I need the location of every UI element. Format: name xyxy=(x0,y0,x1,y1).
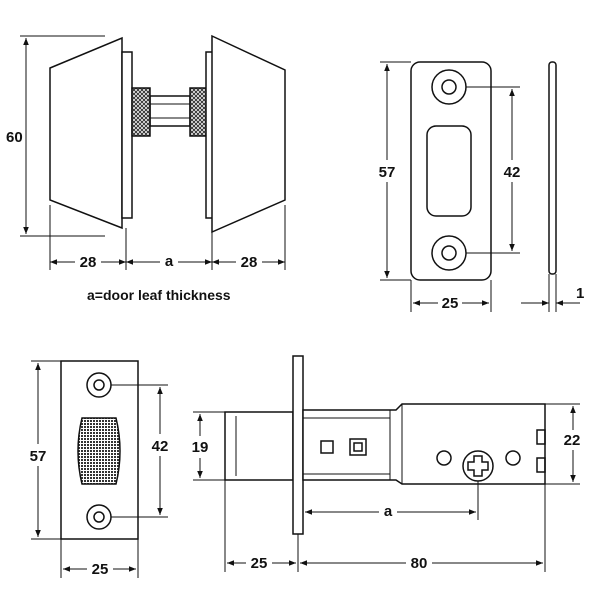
knob-assembly-view xyxy=(49,34,286,234)
strike-plate-view xyxy=(410,61,557,281)
strike-thickness-label: 1 xyxy=(576,285,584,302)
right-knob xyxy=(211,34,286,234)
strike-hole-spacing-label: 42 xyxy=(504,164,521,181)
strike-height-label: 57 xyxy=(379,164,396,181)
faceplate-view xyxy=(60,360,139,540)
strike-latch-opening xyxy=(426,125,472,217)
latch-case xyxy=(302,403,546,485)
latch-slot-left xyxy=(320,440,334,454)
bolt-height-label: 19 xyxy=(192,439,209,456)
strike-bottom-hole-inner xyxy=(441,245,457,261)
faceplate-width-label: 25 xyxy=(92,561,109,578)
latch-rivet-left xyxy=(436,450,452,466)
faceplate-hole-spacing-label: 42 xyxy=(152,438,169,455)
spindle xyxy=(149,95,191,127)
latch-bolt xyxy=(224,411,294,481)
latch-slot-right xyxy=(349,438,367,456)
faceplate-height-label: 57 xyxy=(30,448,47,465)
strike-plate-outline xyxy=(410,61,492,281)
left-depth-label: 28 xyxy=(80,254,97,271)
case-height-label: 22 xyxy=(564,432,581,449)
door-thickness-label: a xyxy=(165,253,174,270)
latch-dimensions xyxy=(193,403,580,572)
strike-top-hole-inner xyxy=(441,79,457,95)
door-thickness-caption: a=door leaf thickness xyxy=(87,287,231,303)
strike-width-label: 25 xyxy=(442,295,459,312)
faceplate-bottom-hole-inner xyxy=(93,511,105,523)
left-knurled-sleeve xyxy=(131,87,151,137)
knob-height-label: 60 xyxy=(6,129,23,146)
right-depth-label: 28 xyxy=(241,254,258,271)
latch-side-view xyxy=(224,355,546,535)
latch-rivet-right xyxy=(505,450,521,466)
left-rose xyxy=(121,51,133,219)
spindle-hub-cross xyxy=(467,455,489,477)
latch-bolt-face xyxy=(77,417,121,485)
latch-faceplate-edge xyxy=(292,355,304,535)
bolt-length-label: 25 xyxy=(251,555,268,572)
left-knob xyxy=(49,36,123,230)
backset-label: 80 xyxy=(411,555,428,572)
faceplate-top-hole-inner xyxy=(93,379,105,391)
latch-door-thickness-label: a xyxy=(384,503,393,520)
knob-dimensions xyxy=(20,35,286,270)
strike-plate-side xyxy=(548,61,557,275)
